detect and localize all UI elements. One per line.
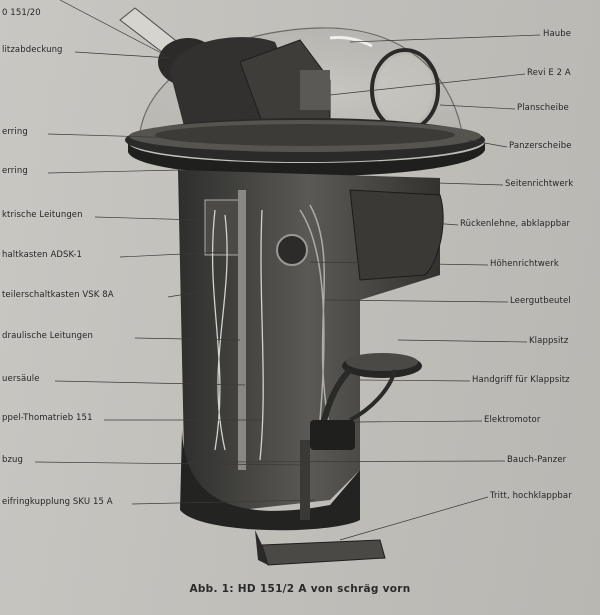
plan-disc-inner — [377, 55, 433, 125]
column — [238, 190, 246, 470]
folding-step — [261, 539, 386, 566]
label-drive: ppel-Thomatrieb 151 — [2, 413, 93, 423]
label-ring-2: erring — [2, 166, 28, 176]
label-belly-armour: Bauch-Panzer — [507, 455, 567, 465]
step-frame — [255, 530, 268, 565]
label-switchbox-adsk: haltkasten ADSK-1 — [2, 250, 82, 260]
label-revi-sight: Revi E 2 A — [527, 68, 571, 78]
label-hydraulic-lines: draulische Leitungen — [2, 331, 93, 341]
electric-motor — [310, 420, 355, 450]
label-elevation-gear: Höhenrichtwerk — [490, 259, 559, 269]
label-armour-glass: Panzerscheibe — [509, 141, 572, 151]
turret-ring-lower — [128, 142, 485, 177]
label-plan-disc: Planscheibe — [517, 103, 569, 113]
revi-sight — [300, 70, 330, 110]
seat-handle — [349, 369, 397, 422]
label-electric-motor: Elektromotor — [484, 415, 541, 425]
leader-lines-right — [189, 34, 541, 541]
label-electric-lines: ktrische Leitungen — [2, 210, 83, 220]
label-coupling: eifringkupplung SKU 15 A — [2, 497, 113, 507]
label-control-column: uersäule — [2, 374, 40, 384]
label-gun: 0 151/20 — [2, 8, 41, 18]
label-step: Tritt, hochklappbar — [490, 491, 572, 501]
label-trigger: bzug — [2, 455, 24, 465]
label-traverse-gear: Seitenrichtwerk — [505, 179, 574, 189]
belly-armour — [180, 430, 360, 531]
label-flash-cover: litzabdeckung — [2, 45, 63, 55]
elevation-gear — [276, 234, 308, 266]
folding-seat-top — [346, 353, 418, 371]
turret-ring-inner — [155, 124, 455, 146]
leader-lines-left — [34, 0, 316, 505]
label-hood: Haube — [543, 29, 572, 39]
label-seat-handle: Handgriff für Klappsitz — [472, 375, 570, 385]
cables — [211, 209, 264, 461]
backrest — [349, 189, 444, 281]
figure-caption: Abb. 1: HD 151/2 A von schräg vorn — [189, 583, 411, 595]
label-folding-seat: Klappsitz — [529, 336, 569, 346]
label-empty-bag: Leergutbeutel — [510, 296, 571, 306]
label-distribution-box: teilerschaltkasten VSK 8A — [2, 290, 114, 300]
hydraulic-lines — [299, 204, 331, 431]
label-ring-1: erring — [2, 127, 28, 137]
label-backrest: Rückenlehne, abklappbar — [460, 219, 571, 229]
hood-edge — [329, 36, 373, 48]
